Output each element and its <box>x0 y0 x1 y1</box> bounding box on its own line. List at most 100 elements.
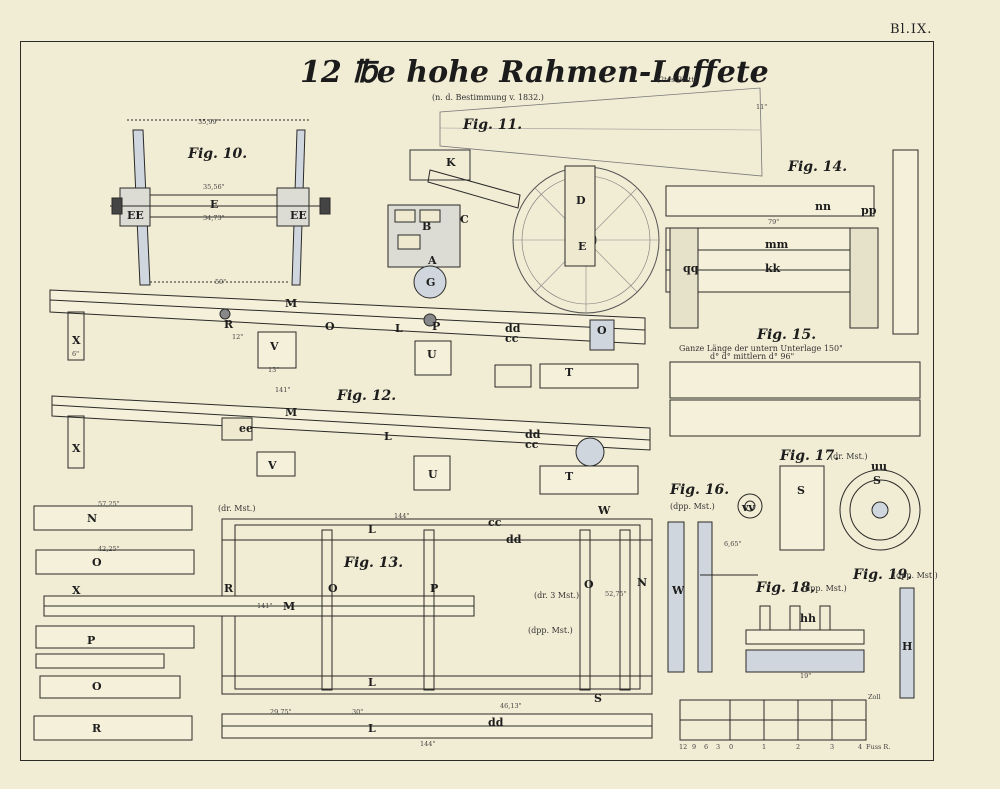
fig19-title: Fig. 19. <box>853 567 913 583</box>
label-M: M <box>285 297 298 310</box>
label-S-fig17: S <box>797 484 805 497</box>
scale-tick-4: 4 <box>858 743 863 751</box>
label-L-fig13-top: L <box>368 523 376 536</box>
fig15-side <box>669 361 921 437</box>
plate-frame <box>20 41 934 761</box>
label-O-detail-2: O <box>92 680 102 693</box>
scale-tick-3b: 3 <box>830 743 835 751</box>
dim-79: 79" <box>768 218 780 226</box>
scale-tick-9: 9 <box>692 743 697 751</box>
fig16-detail <box>667 521 758 673</box>
dim-19: 19" <box>800 672 812 680</box>
fig17-title: Fig. 17. <box>780 448 840 464</box>
dim-30: 30" <box>352 708 364 716</box>
fig13-frame-plan <box>43 518 653 739</box>
scale-tick-6: 6 <box>704 743 709 751</box>
label-O-fig13: O <box>328 582 338 595</box>
fig11-title: Fig. 11. <box>463 117 523 133</box>
label-cc-fig12: cc <box>525 438 539 451</box>
fig15-note-line2: d° d° mittlern d° 96" <box>710 352 795 361</box>
label-E-fig11: E <box>578 240 587 253</box>
label-V-fig12: V <box>268 459 277 472</box>
fig19-scale-note: (dpp. Mst.) <box>893 571 938 580</box>
scale-tick-3: 3 <box>716 743 721 751</box>
label-U: U <box>427 348 437 361</box>
dim-6: 6" <box>72 350 80 358</box>
label-cc: cc <box>505 332 519 345</box>
label-L-fig13-bottom: L <box>368 676 376 689</box>
scale-tick-0: 0 <box>729 743 734 751</box>
dim-29-75: 29,75" <box>270 708 292 716</box>
label-P-fig13: P <box>430 582 439 595</box>
dim-141-fig13: 141" <box>257 602 273 610</box>
label-R-detail: R <box>92 722 102 735</box>
fig11-gun-carriage <box>387 87 763 314</box>
dr-mst-note: (dr. Mst.) <box>218 504 256 513</box>
label-H-fig19: H <box>902 640 913 653</box>
dim-12: 12" <box>232 333 244 341</box>
label-G: G <box>426 276 436 289</box>
scale-tick-1: 1 <box>762 743 767 751</box>
dim-144: 144" <box>394 512 410 520</box>
label-cc-fig13: cc <box>488 516 502 529</box>
label-L-fig12: L <box>384 430 392 443</box>
label-O-right: O <box>597 324 607 337</box>
fig15-title: Fig. 15. <box>757 327 817 343</box>
label-L-bottom: L <box>368 722 376 735</box>
label-EE-left: EE <box>127 209 144 222</box>
dr3-mst-note: (dr. 3 Mst.) <box>534 591 580 600</box>
label-qq-fig14: qq <box>683 262 699 275</box>
fig18-scale-note: (dpp. Mst.) <box>802 584 847 593</box>
label-mm-fig14: mm <box>765 238 789 251</box>
label-V: V <box>270 340 279 353</box>
label-dd-fig13: dd <box>506 533 522 546</box>
label-W-fig13: W <box>598 504 611 517</box>
dim-6-65: 6,65" <box>724 540 742 548</box>
scale-unit-label: Fuss R. <box>866 743 891 751</box>
label-EE-right: EE <box>290 209 307 222</box>
label-uu-fig17: uu <box>871 460 887 473</box>
label-kk-fig14: kk <box>765 262 781 275</box>
fig15-note-line1: Ganze Länge der untern Unterlage 150" <box>679 344 843 353</box>
label-nn-fig14: nn <box>815 200 831 213</box>
label-dd-fig12: dd <box>525 428 541 441</box>
label-B: B <box>422 220 432 233</box>
label-S-fig17-disc: S <box>873 474 881 487</box>
dim-52-75: 52,75" <box>605 590 627 598</box>
label-W-fig16: W <box>672 584 685 597</box>
dim-57-25: 57,25" <box>98 500 120 508</box>
label-N-detail: N <box>87 512 98 525</box>
dim-141: 141" <box>275 386 291 394</box>
label-X-fig12: X <box>72 442 81 455</box>
dim-35-56: 35,56" <box>203 183 225 191</box>
fig14-plan <box>665 149 919 335</box>
label-T: T <box>565 366 574 379</box>
dim-35-99: 35,99" <box>198 118 220 126</box>
dim-42-25: 42,25" <box>98 545 120 553</box>
label-N-fig13: N <box>637 576 648 589</box>
scale-tick-2: 2 <box>796 743 801 751</box>
label-T-fig12: T <box>565 470 574 483</box>
dim-59: 59" <box>215 278 227 286</box>
label-ee-fig12: ee <box>239 422 253 435</box>
plate-title: 12 ℔e hohe Rahmen-Laffete <box>300 55 769 90</box>
label-L: L <box>395 322 403 335</box>
label-pp-fig14: pp <box>861 204 877 217</box>
label-R-fig13: R <box>224 582 234 595</box>
fig10-axle-assembly <box>110 119 331 286</box>
dpp-mst-note: (dpp. Mst.) <box>528 626 573 635</box>
sheet-note: (2tes Blatt) <box>657 76 697 84</box>
label-U-fig12: U <box>428 468 438 481</box>
label-X-detail: X <box>72 584 81 597</box>
label-dd-bottom: dd <box>488 716 504 729</box>
plate-number: Bl.IX. <box>890 22 933 37</box>
fig16-scale-note: (dpp. Mst.) <box>670 502 715 511</box>
fig19-detail <box>899 587 915 699</box>
fig11-frame-side <box>49 289 646 389</box>
fig18-title: Fig. 18. <box>756 580 816 596</box>
scale-zoll-label: Zoll <box>868 693 881 701</box>
fig16-title: Fig. 16. <box>670 482 730 498</box>
dim-144-bottom: 144" <box>420 740 436 748</box>
label-S-fig13: S <box>594 692 602 705</box>
